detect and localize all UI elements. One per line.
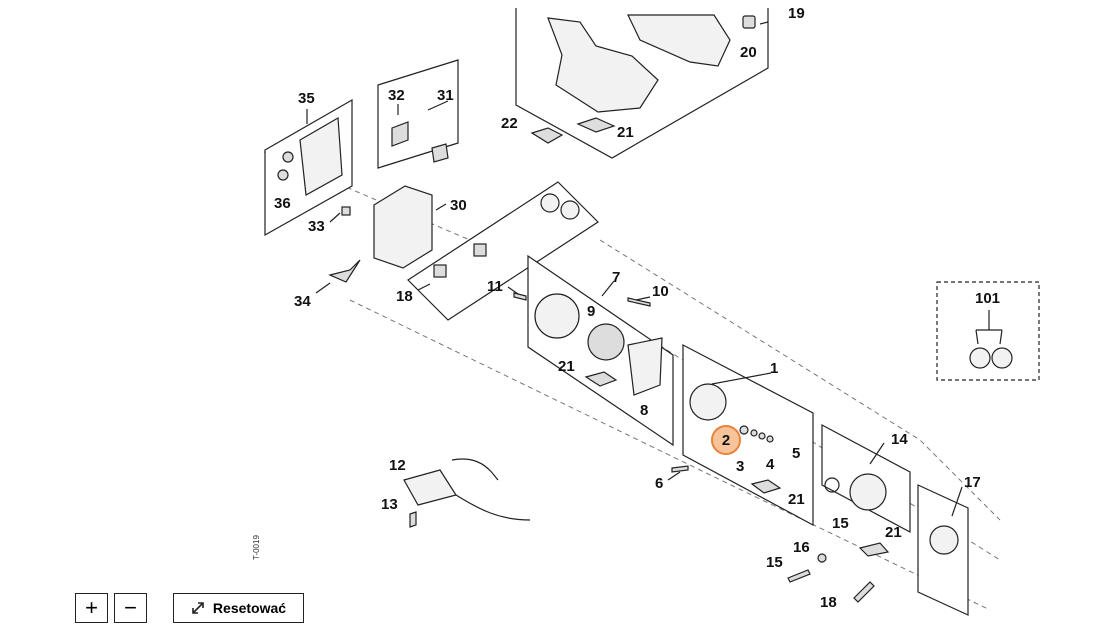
callout-35[interactable]: 35 xyxy=(298,90,315,107)
callout-33[interactable]: 33 xyxy=(308,218,325,235)
callout-32[interactable]: 32 xyxy=(388,87,405,104)
assembly-guide-line xyxy=(349,299,991,611)
reset-button[interactable]: Resetować xyxy=(173,593,304,623)
part-group-small-parts xyxy=(377,59,459,169)
callout-22[interactable]: 20 xyxy=(740,44,757,61)
callout-14[interactable]: 14 xyxy=(891,431,908,448)
callout-31[interactable]: 31 xyxy=(437,87,454,104)
zoom-in-button[interactable]: + xyxy=(75,593,108,623)
minus-icon: − xyxy=(124,595,137,620)
callout-25[interactable]: 21 xyxy=(788,491,805,508)
callout-10[interactable]: 10 xyxy=(652,283,669,300)
callout-16[interactable]: 15 xyxy=(766,554,783,571)
selected-marker xyxy=(711,425,741,455)
callout-8[interactable]: 8 xyxy=(640,402,648,419)
callout-36[interactable]: 36 xyxy=(274,195,291,212)
reset-label: Resetować xyxy=(212,600,287,616)
plus-icon: + xyxy=(85,595,98,620)
drawing-code: T-0019 xyxy=(252,535,261,560)
callout-6[interactable]: 6 xyxy=(655,475,663,492)
callout-4[interactable]: 4 xyxy=(766,456,775,473)
part-box xyxy=(328,185,433,283)
callout-17[interactable]: 16 xyxy=(793,539,810,556)
callout-30[interactable]: 30 xyxy=(450,197,467,214)
part-group-optional xyxy=(936,281,1040,381)
callout-2-selected[interactable]: 2 xyxy=(711,425,741,455)
part-group-fan xyxy=(513,254,674,447)
part-bolts xyxy=(787,553,875,603)
part-group-cover xyxy=(264,98,353,237)
callout-18[interactable]: 17 xyxy=(964,474,981,491)
callout-7[interactable]: 7 xyxy=(612,269,620,286)
callout-13[interactable]: 13 xyxy=(381,496,398,513)
part-group-bearing xyxy=(917,484,969,616)
part-ignition-module xyxy=(403,458,531,528)
leader-lines xyxy=(306,21,963,517)
part-group-starter xyxy=(821,423,911,557)
callout-numbers: 19 20 22 21 35 32 31 36 30 33 34 18 11 7… xyxy=(274,5,1000,611)
expand-arrows-icon xyxy=(192,602,204,614)
assembly-guide-line xyxy=(599,239,1001,521)
callout-2[interactable]: 2 xyxy=(722,432,730,449)
callout-34[interactable]: 34 xyxy=(294,293,311,310)
callout-20[interactable]: 18 xyxy=(396,288,413,305)
callout-25[interactable]: 21 xyxy=(885,524,902,541)
part-group-housing xyxy=(515,8,769,159)
part-group-seals xyxy=(407,181,599,321)
callout-3[interactable]: 3 xyxy=(736,458,744,475)
callout-25[interactable]: 21 xyxy=(558,358,575,375)
callout-26[interactable]: 22 xyxy=(501,115,518,132)
callout-5[interactable]: 5 xyxy=(792,445,800,462)
callout-1[interactable]: 1 xyxy=(770,360,778,377)
callout-9[interactable]: 9 xyxy=(587,303,595,320)
zoom-out-button[interactable]: − xyxy=(114,593,147,623)
callout-19[interactable]: 18 xyxy=(820,594,837,611)
callout-11[interactable]: 11 xyxy=(487,278,503,295)
part-group-crankcase xyxy=(671,344,814,527)
callout-21[interactable]: 19 xyxy=(788,5,805,22)
callout-25[interactable]: 21 xyxy=(617,124,634,141)
callout-15[interactable]: 15 xyxy=(832,515,849,532)
callout-101[interactable]: 101 xyxy=(975,290,1000,307)
callout-12[interactable]: 12 xyxy=(389,457,406,474)
